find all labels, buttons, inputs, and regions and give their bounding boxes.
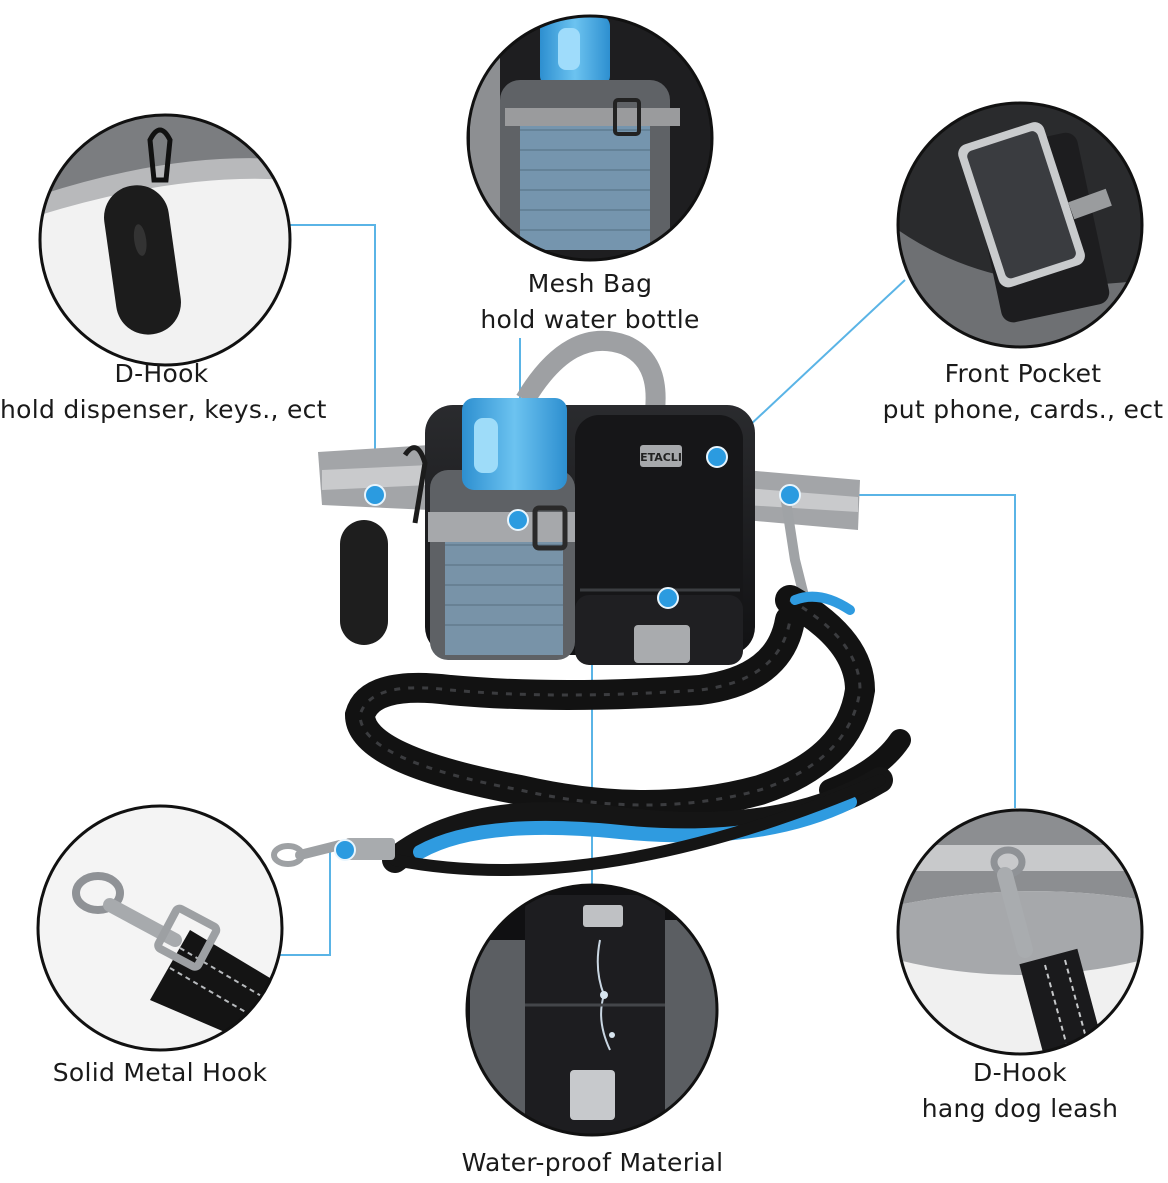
callout-markers: [334, 446, 801, 861]
brand-badge: [640, 445, 682, 467]
detail-circle-front-pocket: [898, 103, 1142, 347]
marker-d-hook-right: [779, 484, 801, 506]
marker-metal-hook: [334, 839, 356, 861]
label-d-hook-right-title: D-Hook: [973, 1058, 1067, 1087]
detail-circle-d-hook-dispenser: [40, 115, 290, 365]
label-front-pocket-title: Front Pocket: [944, 359, 1102, 388]
marker-mesh-bag: [507, 509, 529, 531]
bungee-leash: [271, 585, 911, 876]
label-metal-hook: Solid Metal Hook: [30, 1055, 290, 1091]
label-mesh-bag: Mesh Bag hold water bottle: [470, 266, 710, 338]
label-front-pocket-desc: put phone, cards., ect: [882, 395, 1164, 424]
label-waterproof-title: Water-proof Material: [461, 1148, 724, 1177]
detail-circle-mesh-bag: [468, 16, 712, 260]
label-d-hook-left-title: D-Hook: [114, 359, 209, 388]
brand-logo: ETACLI: [640, 451, 682, 464]
detail-circle-d-hook-leash: [898, 810, 1142, 1054]
marker-front-pocket: [706, 446, 728, 468]
label-waterproof: Water-proof Material: [440, 1145, 745, 1181]
marker-waterproof: [657, 587, 679, 609]
label-mesh-bag-title: Mesh Bag: [527, 269, 653, 298]
label-mesh-bag-desc: hold water bottle: [480, 305, 700, 334]
label-d-hook-right: D-Hook hang dog leash: [905, 1055, 1135, 1127]
label-front-pocket: Front Pocket put phone, cards., ect: [878, 356, 1168, 428]
label-d-hook-left-desc: hold dispenser, keys., ect: [0, 395, 327, 424]
detail-circle-waterproof: [467, 885, 717, 1135]
detail-circle-metal-hook: [38, 806, 282, 1050]
label-d-hook-left: D-Hook hold dispenser, keys., ect: [0, 356, 327, 428]
marker-d-hook-left: [364, 484, 386, 506]
label-d-hook-right-desc: hang dog leash: [921, 1094, 1119, 1123]
label-metal-hook-title: Solid Metal Hook: [52, 1058, 268, 1087]
